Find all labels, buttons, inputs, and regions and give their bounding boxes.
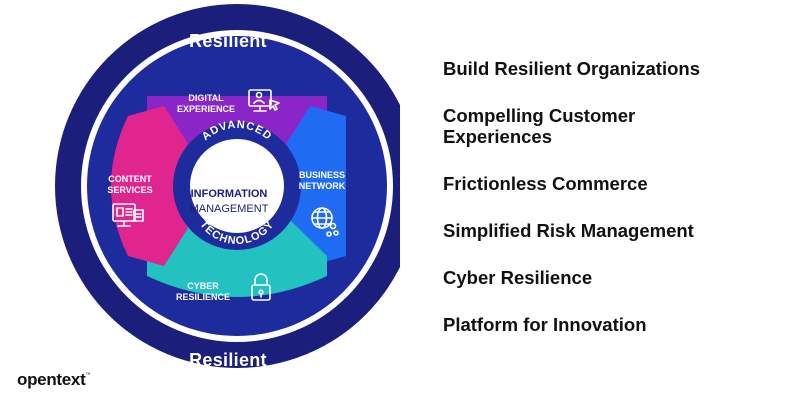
documents-icon: [112, 203, 144, 227]
padlock-icon: [251, 273, 271, 301]
ring-label-bottom: Resilient: [189, 350, 267, 370]
capability-wheel: Resilient Resilient ADVANCED TECHNOLOGY …: [55, 4, 400, 370]
value-point: Build Resilient Organizations: [443, 58, 700, 79]
business-label-2: NETWORK: [299, 181, 346, 191]
business-label-1: BUSINESS: [299, 170, 345, 180]
trademark-mark: ™: [85, 372, 91, 378]
value-point: Compelling Customer Experiences: [443, 105, 636, 147]
cyber-label-1: CYBER: [187, 281, 219, 291]
monitor-person-icon: [248, 89, 280, 112]
center-title: INFORMATION: [191, 188, 268, 200]
digital-label-2: EXPERIENCE: [177, 104, 235, 114]
content-label-2: SERVICES: [107, 185, 152, 195]
opentext-logo: opentext™: [17, 370, 90, 390]
ring-label-top: Resilient: [189, 31, 267, 51]
value-point: Frictionless Commerce: [443, 173, 648, 194]
cyber-label-2: RESILIENCE: [176, 292, 230, 302]
value-point: Simplified Risk Management: [443, 220, 694, 241]
digital-label-1: DIGITAL: [188, 93, 224, 103]
value-point: Cyber Resilience: [443, 267, 593, 288]
value-point: Platform for Innovation: [443, 314, 647, 335]
globe-network-icon: [311, 207, 339, 237]
segment-cyber-resilience[interactable]: [147, 220, 327, 297]
value-points-list: Build Resilient Organizations Compelling…: [443, 58, 788, 361]
center-disc: [190, 139, 284, 233]
center-subtitle: MANAGEMENT: [190, 203, 269, 215]
content-label-1: CONTENT: [108, 174, 152, 184]
brand-name: opentext: [17, 370, 86, 389]
